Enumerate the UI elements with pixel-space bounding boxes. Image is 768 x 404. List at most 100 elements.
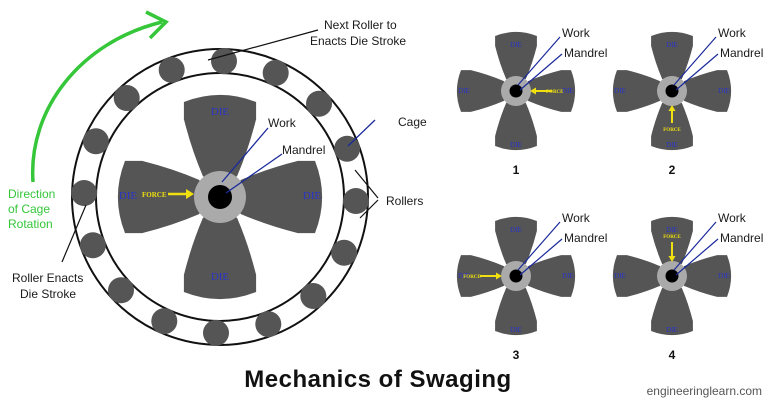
step-work-label: Work (562, 26, 591, 40)
rotation-arrow (30, 20, 163, 183)
next-roller-leader (207, 29, 319, 61)
roller (334, 135, 361, 162)
step-mandrel-leader (675, 53, 719, 91)
direction-label-2: of Cage (8, 202, 50, 216)
step-die-label: DIE (562, 272, 574, 280)
step-force-arrow-head (668, 256, 676, 262)
roller (211, 48, 237, 75)
step-die-label: DIE (510, 326, 522, 334)
cage-label: Cage (398, 115, 427, 129)
step-die-label: DIE (510, 226, 522, 234)
roller (300, 283, 327, 309)
force-arrow-head (186, 189, 194, 199)
step-mandrel-leader (519, 238, 563, 276)
step-force-arrow-head (496, 272, 502, 280)
step-work-leader (673, 36, 717, 86)
die-label-top: DIE (211, 106, 230, 118)
roller (262, 59, 289, 86)
step-mandrel-leader (675, 238, 719, 276)
step-die-label: DIE (666, 226, 678, 234)
step-mandrel-leader (519, 53, 563, 91)
roller-enacts-label-2: Die Stroke (20, 287, 76, 301)
step-mandrel (509, 84, 523, 98)
die-label-bottom: DIE (211, 271, 230, 283)
diagram-title: Mechanics of Swaging (244, 366, 511, 393)
work-leader (221, 127, 269, 183)
step-die-label: DIE (718, 87, 730, 95)
roller (331, 239, 358, 266)
roller (79, 232, 106, 259)
work-label: Work (268, 116, 297, 130)
step-force-label: FORCE (463, 275, 481, 280)
die-assembly (117, 94, 323, 300)
step-mandrel-label: Mandrel (564, 231, 607, 245)
step-die-label: DIE (562, 87, 574, 95)
step-work-leader (517, 221, 561, 271)
die-bottom (183, 212, 257, 300)
step-mandrel (665, 269, 679, 283)
step-die-label: DIE (510, 141, 522, 149)
step-mandrel (509, 269, 523, 283)
die-label-right: DIE (303, 190, 322, 202)
step-die-label: DIE (614, 87, 626, 95)
step-work-leader (673, 221, 717, 271)
roller (203, 319, 229, 346)
rollers-leader-a (354, 169, 379, 199)
roller (113, 85, 140, 111)
rollers-leader-b (359, 199, 379, 219)
step-mandrel (665, 84, 679, 98)
step-mandrel-label: Mandrel (720, 46, 763, 60)
next-roller-label-2: Enacts Die Stroke (310, 34, 406, 48)
roller (255, 311, 282, 338)
main-assembly: DIE DIE DIE DIE FORCE Work Mandrel Next … (8, 10, 427, 346)
step-force-arrow-head (668, 105, 676, 111)
step-die-label: DIE (666, 141, 678, 149)
rollers (71, 48, 369, 346)
mandrel-leader (225, 153, 283, 194)
step-force-label: FORCE (546, 90, 564, 95)
step-die-label: DIE (666, 326, 678, 334)
force-label: FORCE (142, 191, 167, 199)
die-label-left: DIE (119, 190, 138, 202)
watermark: engineeringlearn.com (647, 384, 762, 398)
roller (342, 188, 369, 214)
step-die-label: DIE (458, 272, 470, 280)
roller (82, 128, 109, 155)
step-work-label: Work (718, 211, 747, 225)
step-die-label: DIE (666, 41, 678, 49)
step-number: 2 (669, 163, 676, 177)
next-roller-label-1: Next Roller to (324, 18, 397, 32)
roller-enacts-label-1: Roller Enacts (12, 271, 83, 285)
step-force-label: FORCE (663, 235, 681, 240)
step-die (495, 216, 537, 268)
step-mandrel-label: Mandrel (564, 46, 607, 60)
step-work-leader (517, 36, 561, 86)
step-die (651, 31, 693, 83)
direction-label-1: Direction (8, 187, 55, 201)
step-die-label: DIE (510, 41, 522, 49)
roller (158, 56, 185, 83)
step-force-label: FORCE (663, 128, 681, 133)
step-mandrel-label: Mandrel (720, 231, 763, 245)
cage-leader (347, 119, 376, 147)
step-die-label: DIE (614, 272, 626, 280)
step-number: 4 (669, 348, 676, 362)
roller (151, 308, 178, 335)
step-number: 1 (513, 163, 520, 177)
roller-enacts-leader (61, 204, 87, 263)
rollers-label: Rollers (386, 194, 423, 208)
direction-label-3: Rotation (8, 217, 53, 231)
step-work-label: Work (562, 211, 591, 225)
step-number: 3 (513, 348, 520, 362)
step-die-label: DIE (718, 272, 730, 280)
step-die (495, 31, 537, 83)
step-work-label: Work (718, 26, 747, 40)
mandrel-label: Mandrel (282, 143, 325, 157)
step-die-label: DIE (458, 87, 470, 95)
